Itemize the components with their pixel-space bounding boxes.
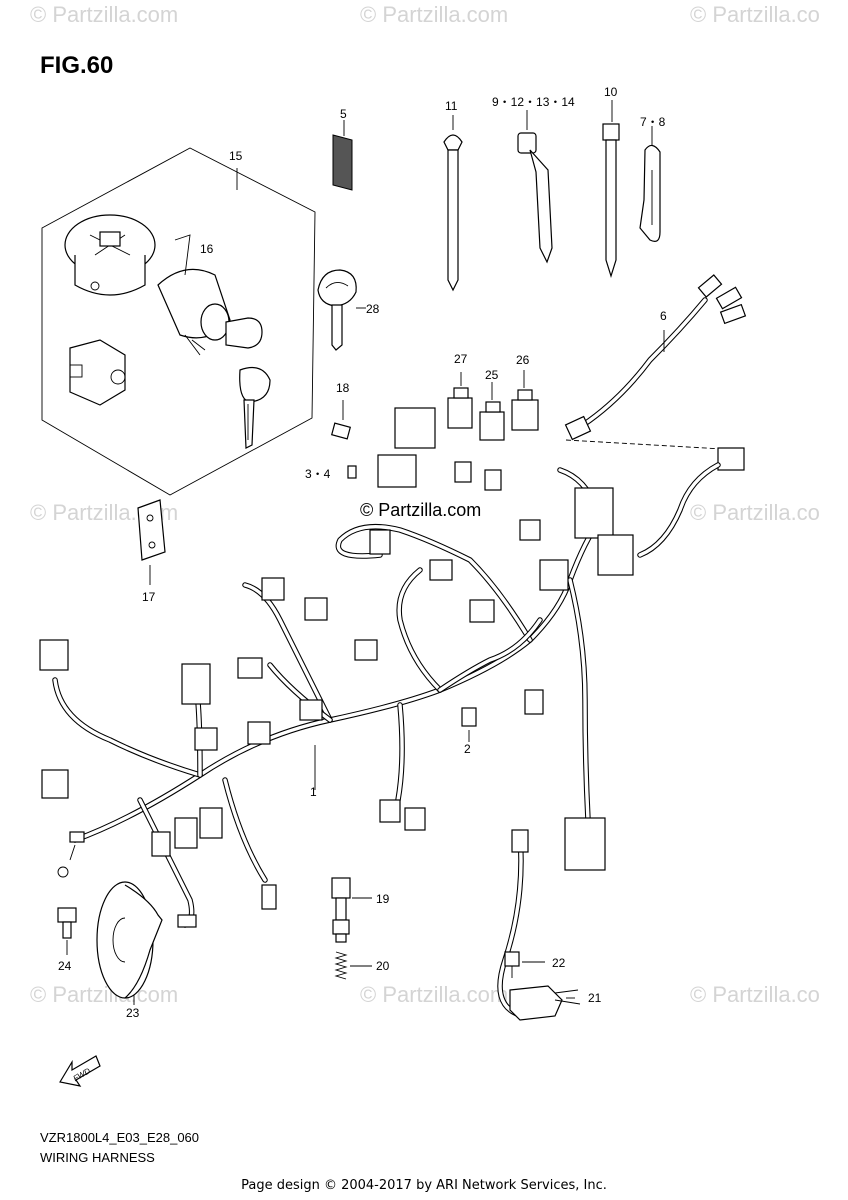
brake-switch [331,877,372,943]
figure-title: FIG.60 [40,52,114,79]
key-blank [317,269,366,351]
bracket [137,499,166,585]
relays [447,370,539,441]
callout-23: 23 [126,1006,140,1020]
band-clamp [517,110,553,264]
watermark: © Partzilla.co [690,500,820,525]
callout-11: 11 [445,99,458,113]
watermark: © Partzilla.com [360,500,482,520]
callout-20: 20 [376,959,390,973]
horn [96,881,163,1005]
callout-26: 26 [516,353,530,367]
diagram-name: WIRING HARNESS [40,1150,155,1165]
watermark: © Partzilla.co [690,982,820,1007]
watermark: © Partzilla.com [30,982,179,1007]
page-credit: Page design © 2004-2017 by ARI Network S… [241,1178,607,1193]
bolt [57,907,77,955]
callout-1: 1 [310,785,317,799]
watermark: © Partzilla.com [30,2,179,27]
callout-5: 5 [340,107,347,121]
diagram-code: VZR1800L4_E03_E28_060 [40,1130,200,1145]
callout-17: 17 [142,590,156,604]
cable-tie [602,100,620,279]
callout-15: 15 [229,149,243,163]
sensor [497,829,581,1021]
callout-28: 28 [366,302,380,316]
callout-16: 16 [200,242,214,256]
callout-24: 24 [58,959,72,973]
ignition-switch-set [41,147,316,496]
callout-18: 18 [336,381,350,395]
callout-19: 19 [376,892,390,906]
callout-6: 6 [660,309,667,323]
fuse [347,465,357,479]
callout-22: 22 [552,956,566,970]
callout-3-4: 3・4 [305,467,331,481]
connector [461,707,477,742]
main-wiring-harness [39,407,634,928]
watermark: © Partzilla.co [690,2,820,27]
callout-9-14: 9・12・13・14 [492,95,575,109]
watermark: © Partzilla.com [360,982,509,1007]
callout-2: 2 [464,742,471,756]
label-sticker [332,120,353,191]
spring [334,951,372,980]
watermark: © Partzilla.com [360,2,509,27]
callout-7-8: 7・8 [640,115,666,129]
screw [330,400,352,440]
callout-27: 27 [454,352,468,366]
wire-clamp [639,126,661,242]
cable-tie-clamp [443,115,463,292]
forward-arrow: FWD [59,1055,101,1087]
callout-10: 10 [604,85,618,99]
callout-21: 21 [588,991,602,1005]
sub-wire-harness [564,274,747,558]
callout-25: 25 [485,368,499,382]
